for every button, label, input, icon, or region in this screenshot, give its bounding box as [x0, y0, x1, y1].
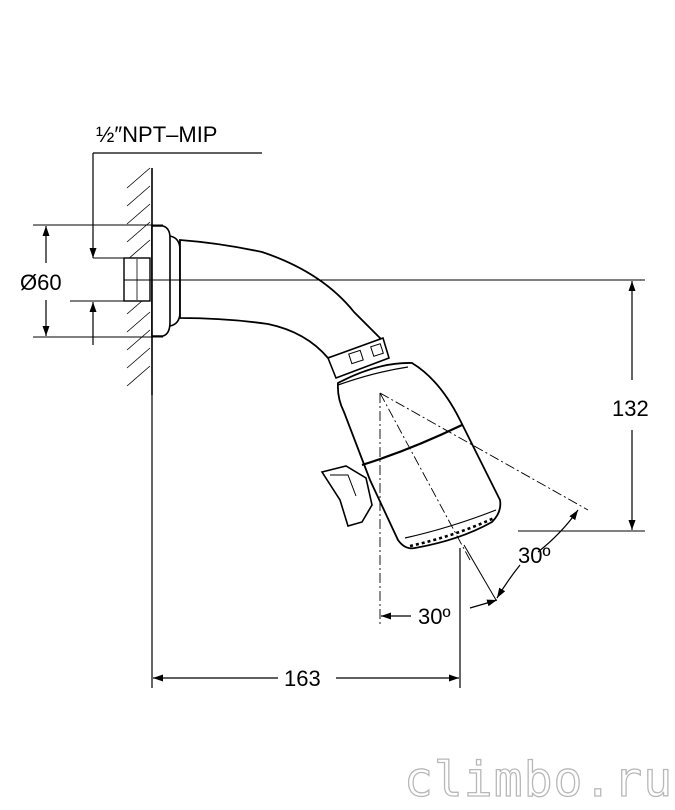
- thread-leader: [89, 152, 262, 259]
- tilt-angle-dimension-1: [463, 509, 579, 601]
- projection-dimension: [151, 395, 461, 688]
- shower-arm: [123, 225, 390, 380]
- spray-selector-lever: [320, 465, 373, 527]
- thread-spec-label: ½″NPT–MIP: [96, 122, 217, 147]
- diameter-label: Ø60: [20, 270, 62, 295]
- wall-flange: [151, 225, 171, 337]
- wall-hatching: [126, 167, 151, 387]
- site-watermark: climbo.ru: [404, 752, 673, 808]
- diameter-dimension: [33, 224, 163, 345]
- height-label: 132: [612, 396, 649, 421]
- shower-head: [320, 362, 502, 550]
- tilt-angle-dimension-2: [381, 599, 498, 620]
- tilt-angle-label-1: 30º: [518, 543, 551, 568]
- projection-label: 163: [284, 666, 321, 691]
- centerlines: [379, 392, 589, 625]
- shower-head-body: [336, 362, 502, 550]
- height-dimension: [518, 281, 645, 532]
- tilt-angle-label-2: 30º: [418, 604, 451, 629]
- arm-body: [179, 239, 384, 360]
